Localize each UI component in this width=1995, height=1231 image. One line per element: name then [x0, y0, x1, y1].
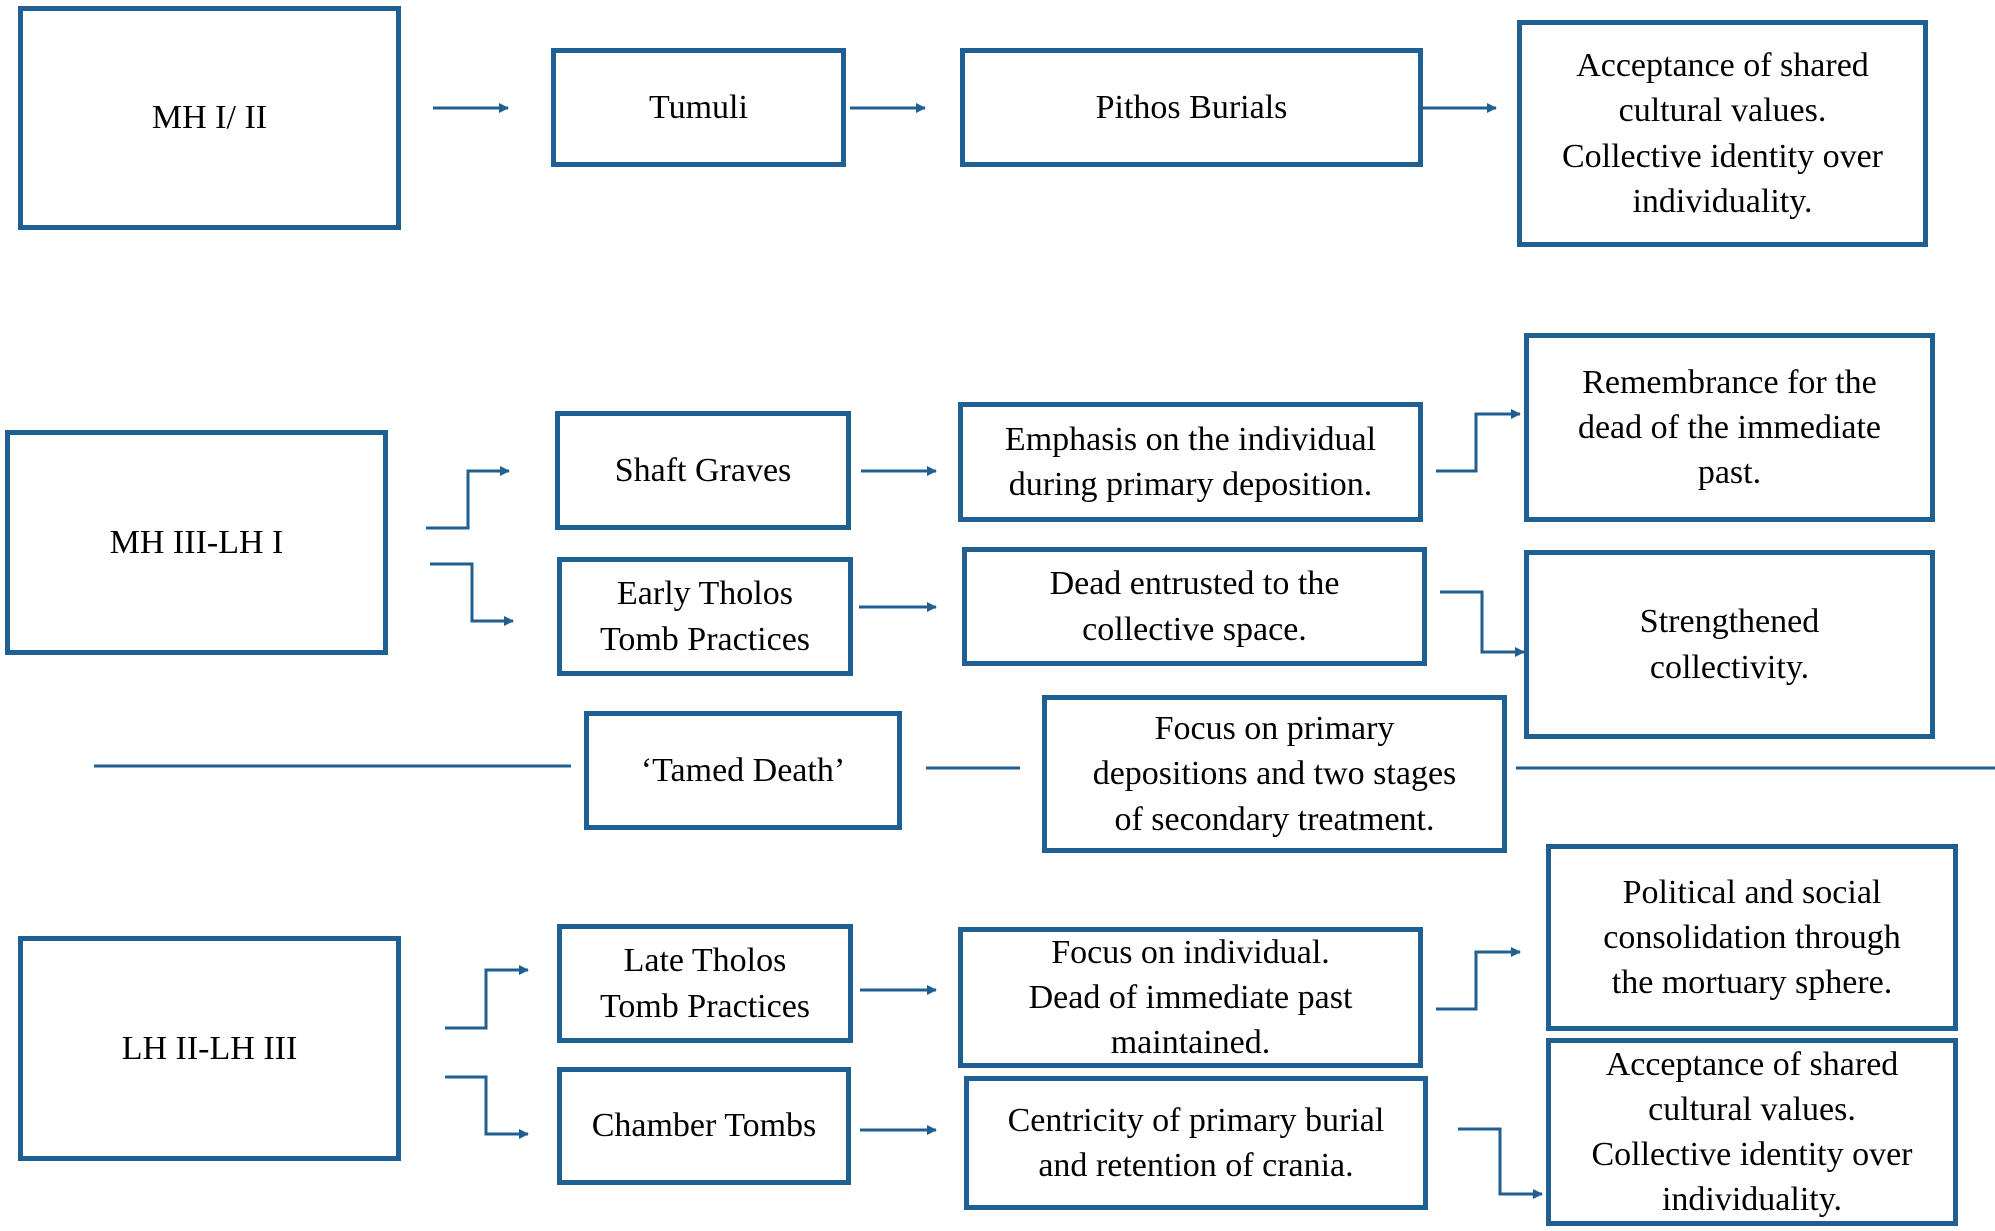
outcome-shared-values-label: Acceptance of shared cultural values. Co…	[1561, 47, 1884, 220]
focus-individual-label: Focus on individual. Dead of immediate p…	[1028, 933, 1353, 1062]
dead-entrusted-label: Dead entrusted to the collective space.	[1049, 565, 1340, 648]
arrow-emphasis-to-remembrance	[1436, 409, 1521, 473]
political-consolidation-label: Political and social consolidation throu…	[1603, 873, 1901, 1002]
late-tholos-box: Late Tholos Tomb Practices	[557, 924, 853, 1043]
shaft-graves-label: Shaft Graves	[614, 451, 792, 489]
arrow-entrusted-to-strengthened	[1440, 590, 1525, 657]
arrow-mh3-to-shaft	[426, 466, 510, 530]
pithos-burials-box: Pithos Burials	[960, 48, 1423, 167]
focus-individual-box: Focus on individual. Dead of immediate p…	[958, 927, 1423, 1068]
centricity-box: Centricity of primary burial and retenti…	[964, 1076, 1428, 1210]
acceptance-lh-box: Acceptance of shared cultural values. Co…	[1546, 1038, 1958, 1226]
centricity-label: Centricity of primary burial and retenti…	[1007, 1101, 1385, 1184]
acceptance-lh-label: Acceptance of shared cultural values. Co…	[1591, 1045, 1913, 1219]
strengthened-collectivity-label: Strengthened collectivity.	[1639, 603, 1820, 686]
late-tholos-label: Late Tholos Tomb Practices	[599, 942, 811, 1025]
period-lh-ii-lh-iii-label: LH II-LH III	[121, 1029, 298, 1067]
remembrance-box: Remembrance for the dead of the immediat…	[1524, 333, 1935, 522]
remembrance-label: Remembrance for the dead of the immediat…	[1577, 363, 1882, 492]
period-mh-iii-lh-i-box: MH III-LH I	[5, 430, 388, 655]
shaft-graves-box: Shaft Graves	[555, 411, 851, 530]
chamber-tombs-box: Chamber Tombs	[557, 1067, 851, 1185]
period-mh-iii-lh-i-label: MH III-LH I	[109, 523, 284, 561]
emphasis-individual-box: Emphasis on the individual during primar…	[958, 402, 1423, 522]
arrow-focus-to-political	[1436, 947, 1521, 1011]
dead-entrusted-box: Dead entrusted to the collective space.	[962, 547, 1427, 666]
arrow-lh-to-late-tholos	[445, 965, 529, 1030]
period-mh-i-ii-label: MH I/ II	[151, 99, 268, 137]
emphasis-individual-label: Emphasis on the individual during primar…	[1004, 420, 1377, 503]
arrow-centricity-to-acceptance	[1458, 1127, 1543, 1199]
focus-primary-depositions-box: Focus on primary depositions and two sta…	[1042, 695, 1507, 853]
period-lh-ii-lh-iii-box: LH II-LH III	[18, 936, 401, 1161]
arrow-mh3-to-early-tholos	[430, 562, 514, 626]
focus-primary-depositions-label: Focus on primary depositions and two sta…	[1092, 710, 1457, 838]
strengthened-collectivity-box: Strengthened collectivity.	[1524, 550, 1935, 739]
chamber-tombs-label: Chamber Tombs	[591, 1107, 817, 1145]
tamed-death-label: ‘Tamed Death’	[640, 751, 846, 789]
tamed-death-box: ‘Tamed Death’	[584, 711, 902, 830]
arrow-lh-to-chamber	[445, 1075, 529, 1139]
period-mh-i-ii-box: MH I/ II	[18, 6, 401, 230]
political-consolidation-box: Political and social consolidation throu…	[1546, 844, 1958, 1031]
outcome-shared-values-box: Acceptance of shared cultural values. Co…	[1517, 20, 1928, 247]
pithos-burials-label: Pithos Burials	[1095, 88, 1288, 126]
tumuli-box: Tumuli	[551, 48, 846, 167]
early-tholos-label: Early Tholos Tomb Practices	[599, 575, 811, 658]
early-tholos-box: Early Tholos Tomb Practices	[557, 557, 853, 676]
tumuli-label: Tumuli	[649, 88, 748, 126]
